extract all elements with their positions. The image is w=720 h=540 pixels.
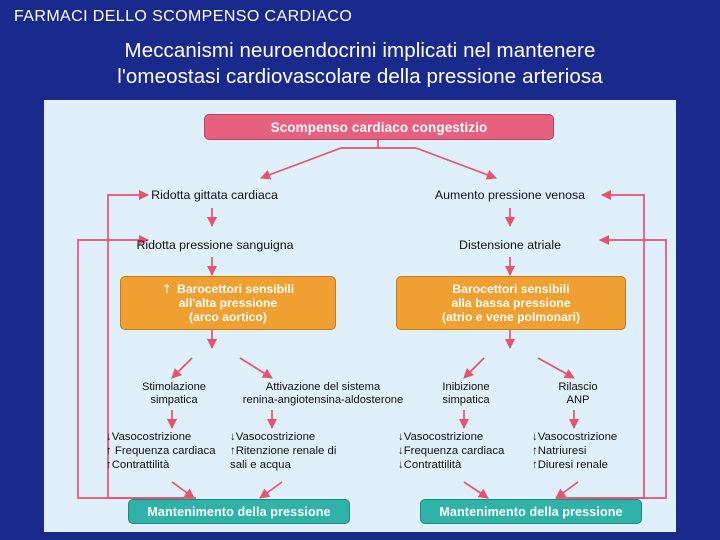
sympathetic-stimulation-line-2: simpatica (150, 394, 198, 406)
node-low-pressure-baroreceptors[interactable]: Barocettori sensibili alla bassa pressio… (396, 276, 626, 330)
sympathetic-effect-1: ↓Vasocostrizione (106, 431, 192, 443)
baroreceptor-right-line-1: Barocettori sensibili (452, 282, 570, 296)
sympathetic-stimulation-line-1: Stimolazione (141, 381, 207, 393)
raas-effect-1: ↓Vasocostrizione (230, 431, 316, 443)
node-atrial-distension: Distensione atriale (459, 238, 561, 252)
node-sympathetic-effects: ↓Vasocostrizione ↑ Frequenza cardiaca ↑C… (106, 430, 246, 480)
baroreceptor-left-line-2: all'alta pressione (178, 296, 278, 310)
page-title-line-2: l'omeostasi cardiovascolare della pressi… (117, 65, 603, 88)
sympathetic-inhibition-effect-3: ↓Contrattilità (398, 459, 462, 471)
node-sympathetic-inhibition: Inibizione simpatica (414, 378, 518, 410)
page-title: Meccanismi neuroendocrini implicati nel … (20, 38, 700, 90)
anp-release-line-1: Rilascio (558, 381, 598, 393)
node-reduced-blood-pressure: Ridotta pressione sanguigna (136, 238, 294, 252)
raas-effect-2: ↑Ritenzione renale di (230, 445, 337, 457)
node-anp-effects: ↓Vasocostrizione ↑Natriuresi ↑Diuresi re… (532, 430, 668, 480)
node-right-outcome[interactable]: Mantenimento della pressione (420, 499, 642, 524)
baroreceptor-left-line-1: Barocettori sensibili (177, 282, 295, 296)
up-arrow-icon: ↑ (161, 282, 173, 296)
node-raas-effects: ↓Vasocostrizione ↑Ritenzione renale di s… (230, 430, 380, 480)
node-high-pressure-baroreceptors[interactable]: ↑ Barocettori sensibili all'alta pressio… (120, 276, 336, 330)
diagram-panel: Scompenso cardiaco congestizio Ridotta g… (44, 100, 676, 532)
anp-release-line-2: ANP (566, 394, 590, 406)
node-reduced-cardiac-output: Ridotta gittata cardiaca (151, 188, 278, 202)
node-anp-release: Rilascio ANP (530, 378, 626, 410)
raas-line-2: renina-angiotensina-aldosterone (242, 394, 404, 406)
sympathetic-effect-3: ↑Contrattilità (106, 459, 170, 471)
sympathetic-inhibition-line-2: simpatica (442, 394, 490, 406)
baroreceptor-right-line-2: alla bassa pressione (451, 296, 571, 310)
sympathetic-effect-2: ↑ Frequenza cardiaca (106, 445, 216, 457)
sympathetic-inhibition-effect-2: ↓Frequenza cardiaca (398, 445, 505, 457)
page-title-line-1: Meccanismi neuroendocrini implicati nel … (124, 39, 596, 62)
sympathetic-inhibition-effect-1: ↓Vasocostrizione (398, 431, 484, 443)
baroreceptor-left-line-3: (arco aortico) (189, 310, 267, 324)
baroreceptor-right-line-3: (atrio e vene polmonari) (441, 310, 581, 324)
node-left-outcome[interactable]: Mantenimento della pressione (128, 499, 350, 524)
raas-effect-3: sali e acqua (230, 459, 291, 471)
sympathetic-inhibition-line-1: Inibizione (442, 381, 490, 393)
anp-effect-1: ↓Vasocostrizione (532, 431, 618, 443)
node-top-heart-failure[interactable]: Scompenso cardiaco congestizio (204, 114, 554, 140)
raas-line-1: Attivazione del sistema (265, 381, 381, 393)
slide-header: FARMACI DELLO SCOMPENSO CARDIACO (14, 7, 353, 25)
flowchart: Scompenso cardiaco congestizio Ridotta g… (44, 100, 676, 532)
node-sympathetic-inhibition-effects: ↓Vasocostrizione ↓Frequenza cardiaca ↓Co… (398, 430, 538, 480)
node-raas-activation: Attivazione del sistema renina-angiotens… (232, 378, 414, 410)
node-sympathetic-stimulation: Stimolazione simpatica (122, 378, 226, 410)
anp-effect-2: ↑Natriuresi (532, 445, 587, 457)
node-increased-venous-pressure: Aumento pressione venosa (434, 188, 586, 202)
anp-effect-3: ↑Diuresi renale (532, 459, 608, 471)
